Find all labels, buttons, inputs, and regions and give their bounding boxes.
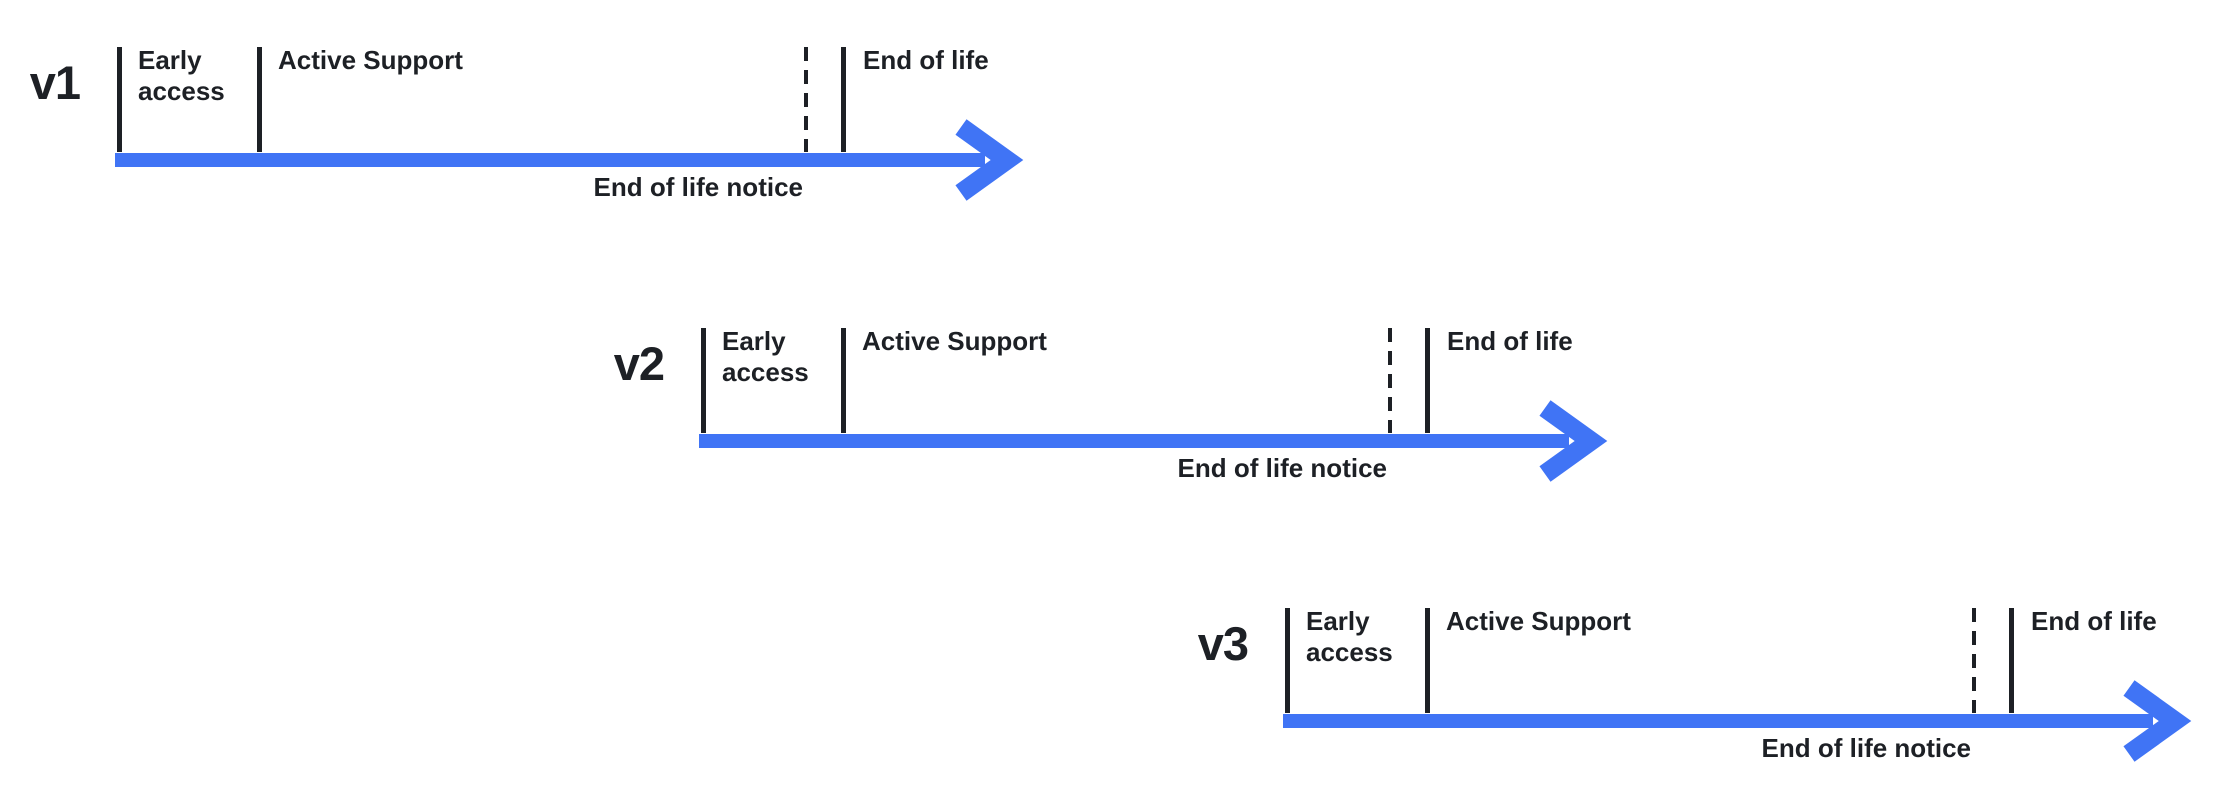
timeline-bar: [115, 153, 985, 167]
eol-notice-dashed-line: [1388, 328, 1392, 433]
eol-notice-label: End of life notice: [1177, 453, 1387, 483]
version-label: v2: [613, 337, 665, 390]
end-of-life-label: End of life: [1447, 326, 1573, 356]
active-support-start-tick: [1425, 608, 1430, 713]
active-support-start-tick: [841, 328, 846, 433]
timeline-row-v1: v1 Early access Active Support End of li…: [30, 45, 1099, 227]
version-label: v3: [1197, 617, 1249, 670]
active-support-start-tick: [257, 47, 262, 152]
timeline-row-v3: v3 Early access Active Support End of li…: [1198, 606, 2228, 788]
end-of-life-tick: [2009, 608, 2014, 713]
eol-notice-dashed-line: [1972, 608, 1976, 713]
early-access-label: Early access: [1306, 606, 1393, 667]
eol-notice-label: End of life notice: [593, 172, 803, 202]
arrowhead-icon: [955, 119, 1024, 201]
early-access-start-tick: [1285, 608, 1290, 713]
end-of-life-label: End of life: [863, 45, 989, 75]
end-of-life-label: End of life: [2031, 606, 2157, 636]
early-access-label: Early access: [722, 326, 809, 387]
end-of-life-tick: [1425, 328, 1430, 433]
early-access-start-tick: [117, 47, 122, 152]
eol-notice-dashed-line: [804, 47, 808, 152]
timeline-bar: [1283, 714, 2153, 728]
active-support-label: Active Support: [278, 45, 463, 75]
early-access-start-tick: [701, 328, 706, 433]
active-support-label: Active Support: [1446, 606, 1631, 636]
timeline-bar: [699, 434, 1569, 448]
timeline-row-v2: v2 Early access Active Support End of li…: [614, 326, 1683, 508]
arrowhead-icon: [1539, 400, 1608, 482]
arrowhead-icon: [2123, 680, 2192, 762]
eol-notice-label: End of life notice: [1761, 733, 1971, 763]
end-of-life-tick: [841, 47, 846, 152]
version-label: v1: [29, 56, 81, 109]
active-support-label: Active Support: [862, 326, 1047, 356]
early-access-label: Early access: [138, 45, 225, 106]
